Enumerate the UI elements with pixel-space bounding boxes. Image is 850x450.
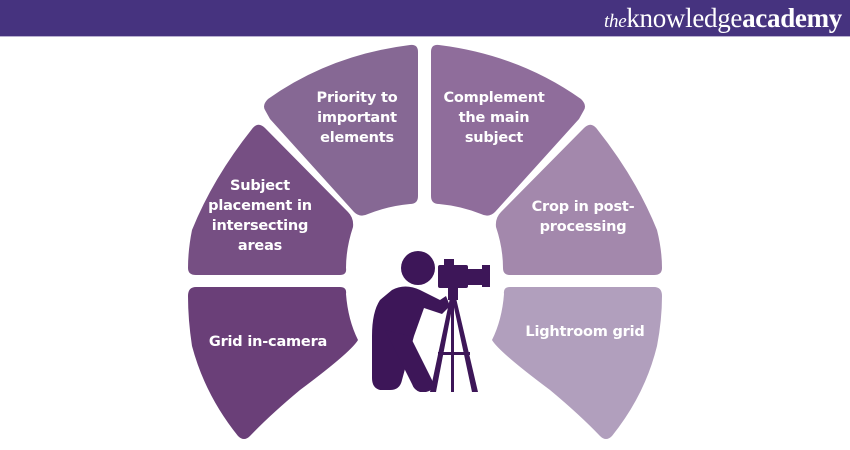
brand-logo: theknowledgeacademy [604, 1, 842, 39]
label-complement: Complement the main subject [443, 88, 544, 148]
label-line: areas [237, 238, 283, 254]
label-grid-in-camera: Grid in-camera [209, 332, 327, 352]
label-lightroom: Lightroom grid [525, 322, 644, 342]
label-line: Subject [229, 178, 291, 194]
label-subject-placement: Subject placement in intersecting areas [208, 176, 312, 256]
label-line: Grid in-camera [208, 334, 328, 350]
segment-priority [264, 44, 418, 216]
brand-academy: academy [742, 3, 842, 33]
label-line: placement in [208, 198, 312, 214]
label-line: processing [539, 219, 627, 235]
brand-the: the [604, 11, 627, 32]
segment-lightroom [492, 287, 662, 439]
label-line: important [317, 110, 397, 126]
label-line: Lightroom grid [525, 324, 645, 340]
photographer-icon [372, 251, 490, 392]
label-line: Priority to [316, 90, 398, 106]
label-priority: Priority to important elements [317, 88, 398, 148]
segment-complement [431, 44, 585, 216]
label-line: subject [464, 130, 524, 146]
label-line: elements [320, 130, 394, 146]
label-line: Crop in post- [531, 199, 635, 215]
label-line: Complement [443, 90, 545, 106]
segment-crop [495, 124, 662, 275]
header-banner: theknowledgeacademy [0, 0, 850, 37]
brand-knowledge: knowledge [626, 3, 743, 33]
label-crop: Crop in post- processing [532, 197, 635, 237]
segment-subject-placement [188, 124, 354, 275]
label-line: the main [458, 110, 530, 126]
label-line: intersecting [211, 218, 309, 234]
segment-grid-in-camera [188, 287, 358, 439]
